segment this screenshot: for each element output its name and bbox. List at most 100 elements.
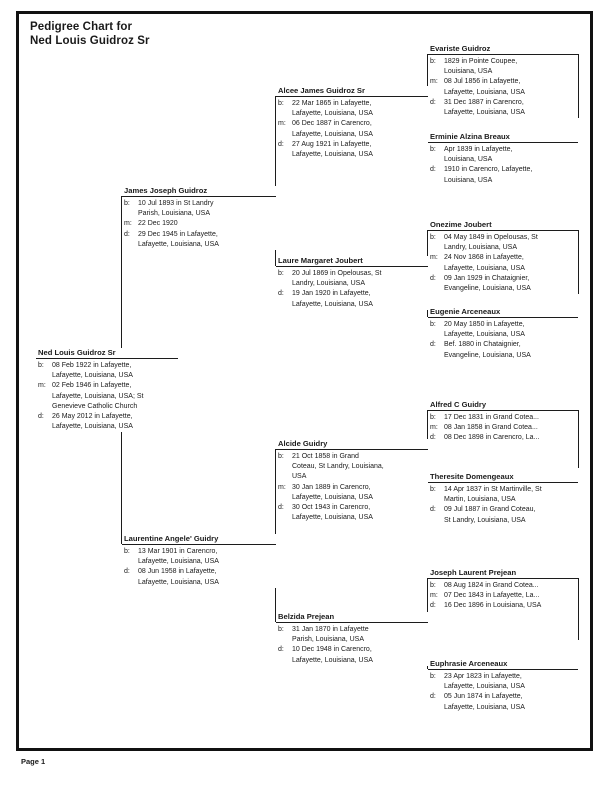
detail-line: 02 Feb 1946 in Lafayette, [52, 382, 132, 390]
detail-line: 1829 in Pointe Coupee, [444, 58, 518, 65]
detail-line: 17 Dec 1831 in Grand Cotea... [444, 414, 539, 421]
detail-line: 08 Jul 1856 in Lafayette, [444, 78, 521, 86]
detail-text: 08 Jul 1856 in Lafayette, Lafayette, Loui… [444, 77, 578, 97]
detail-row: d:09 Jan 1929 in Chataignier,Evangeline,… [428, 274, 578, 294]
detail-line: 1910 in Carencro, Lafayette, [444, 166, 533, 174]
detail-label: b: [430, 414, 436, 421]
detail-line: St Landry, Louisiana, USA [444, 516, 526, 524]
person-name: Laure Margaret Joubert [276, 256, 428, 267]
detail-label: b: [430, 582, 436, 589]
detail-line: Coteau, St Landry, Louisiana, [292, 463, 384, 471]
detail-line: 30 Jan 1889 in Carencro, [292, 483, 371, 491]
detail-text: 13 Mar 1901 in Carencro,Lafayette, Louis… [138, 547, 276, 567]
detail-label: d: [278, 290, 284, 298]
detail-label: d: [430, 341, 436, 349]
person-alfred-c-guidry: Alfred C Guidry b:17 Dec 1831 in Grand C… [428, 400, 578, 444]
person-name: Alcee James Guidroz Sr [276, 86, 428, 97]
detail-text: 31 Dec 1887 in Carencro,Lafayette, Louis… [444, 98, 578, 118]
detail-line: Parish, Louisiana, USA [292, 636, 364, 644]
person-belzida-prejean: Belzida Prejean b:31 Jan 1870 in Lafayet… [276, 612, 428, 666]
person-james-joseph-guidroz: James Joseph Guidroz b:10 Jul 1893 in St… [122, 186, 276, 251]
detail-line: Lafayette, Louisiana, USA [444, 109, 525, 117]
detail-line: Martin, Louisiana, USA [444, 496, 516, 504]
person-theresite-domengeaux: Theresite Domengeaux b:14 Apr 1837 in St… [428, 472, 578, 526]
detail-line: Landry, Louisiana, USA [292, 280, 366, 288]
person-laure-margaret-joubert: Laure Margaret Joubert b:20 Jul 1869 in … [276, 256, 428, 310]
detail-text: 24 Nov 1868 in Lafayette,Lafayette, Loui… [444, 253, 578, 273]
detail-line: Lafayette, Louisiana, USA [292, 110, 373, 118]
detail-line: 29 Dec 1945 in Lafayette, [138, 230, 218, 238]
person-name: James Joseph Guidroz [122, 186, 276, 197]
connector-james-parents [275, 96, 276, 266]
detail-label: d: [430, 166, 436, 174]
detail-line: 19 Jan 1920 in Lafayette, [292, 290, 371, 298]
detail-text: 22 Dec 1920 [138, 219, 276, 229]
detail-line: 08 Jun 1958 in Lafayette, [138, 568, 217, 576]
detail-label: d: [124, 230, 130, 238]
detail-line: Apr 1839 in Lafayette, [444, 146, 513, 153]
detail-label: b: [38, 362, 44, 369]
detail-text: 05 Jun 1874 in Lafayette,Lafayette, Loui… [444, 692, 578, 712]
detail-row: b:22 Mar 1865 in Lafayette,Lafayette, Lo… [276, 99, 428, 119]
detail-line: 20 Jul 1869 in Opelousas, St [292, 270, 382, 277]
person-name: Euphrasie Arceneaux [428, 659, 578, 670]
detail-line: 08 Aug 1824 in Grand Cotea... [444, 582, 539, 589]
detail-label: d: [430, 434, 436, 442]
detail-row: d:27 Aug 1921 in Lafayette,Lafayette, Lo… [276, 140, 428, 160]
person-details: b:23 Apr 1823 in Lafayette,Lafayette, Lo… [428, 670, 578, 713]
detail-line: Lafayette, Louisiana, USA [292, 151, 373, 159]
detail-text: 07 Dec 1843 in Lafayette, La... [444, 591, 578, 601]
person-details: b:08 Feb 1922 in Lafayette,Lafayette, Lo… [36, 359, 178, 433]
detail-label: b: [430, 234, 436, 241]
detail-line: 10 Jul 1893 in St Landry [138, 200, 214, 207]
detail-text: 10 Dec 1948 in Carencro,Lafayette, Louis… [292, 645, 428, 665]
detail-text: 29 Dec 1945 in Lafayette,Lafayette, Loui… [138, 230, 276, 250]
detail-label: b: [430, 673, 436, 680]
detail-line: Lafayette, Louisiana, USA [444, 88, 525, 96]
detail-row: b:1829 in Pointe Coupee,Louisiana, USA [428, 57, 578, 77]
detail-row: d:09 Jul 1887 in Grand Coteau,St Landry,… [428, 505, 578, 525]
detail-line: Louisiana, USA [444, 68, 493, 76]
detail-row: b:20 May 1850 in Lafayette,Lafayette, Lo… [428, 320, 578, 340]
detail-line: Lafayette, Louisiana, USA [138, 578, 219, 586]
person-name: Belzida Prejean [276, 612, 428, 623]
detail-line: 07 Dec 1843 in Lafayette, La... [444, 592, 540, 600]
detail-label: b: [430, 146, 436, 153]
detail-row: b: 08 Aug 1824 in Grand Cotea... [428, 581, 578, 591]
detail-text: 08 Aug 1824 in Grand Cotea... [444, 581, 578, 591]
detail-row: m:06 Dec 1887 in Carencro,Lafayette, Lou… [276, 119, 428, 139]
person-ned-louis-guidroz-sr: Ned Louis Guidroz Sr b:08 Feb 1922 in La… [36, 348, 178, 433]
detail-label: d: [124, 568, 130, 576]
detail-label: m: [430, 254, 438, 262]
person-name: Ned Louis Guidroz Sr [36, 348, 178, 359]
detail-line: Parish, Louisiana, USA [138, 210, 210, 218]
detail-line: 21 Oct 1858 in Grand [292, 453, 359, 460]
detail-row: m:30 Jan 1889 in Carencro,Lafayette, Lou… [276, 483, 428, 503]
connector-stub-alfred [578, 410, 579, 468]
detail-line: 27 Aug 1921 in Lafayette, [292, 140, 372, 148]
detail-label: b: [430, 321, 436, 328]
detail-line: Lafayette, Louisiana, USA [292, 656, 373, 664]
detail-line: 06 Dec 1887 in Carencro, [292, 120, 372, 128]
detail-line: Lafayette, Louisiana, USA [444, 331, 525, 339]
person-joseph-laurent-prejean: Joseph Laurent Prejean b:08 Aug 1824 in … [428, 568, 578, 612]
detail-row: d:30 Oct 1943 in Carencro,Lafayette, Lou… [276, 503, 428, 523]
detail-line: 22 Mar 1865 in Lafayette, [292, 100, 372, 107]
detail-label: b: [278, 453, 284, 460]
person-details: b:20 May 1850 in Lafayette,Lafayette, Lo… [428, 318, 578, 361]
person-erminie-alzina-breaux: Erminie Alzina Breaux b:Apr 1839 in Lafa… [428, 132, 578, 186]
detail-label: m: [124, 220, 132, 228]
detail-line: 13 Mar 1901 in Carencro, [138, 548, 218, 555]
detail-line: 16 Dec 1896 in Louisiana, USA [444, 602, 542, 610]
page-border [16, 11, 593, 751]
